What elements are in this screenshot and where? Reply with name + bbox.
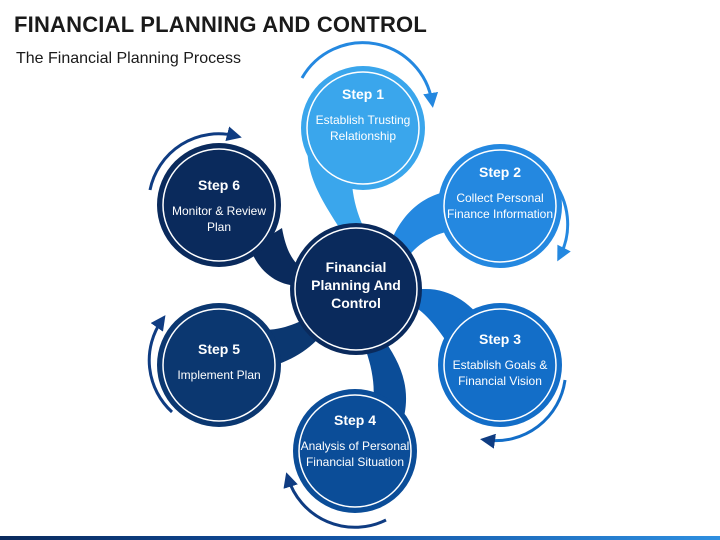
- step-4-number: Step 4: [333, 412, 376, 428]
- step-6-text: Monitor & Review Plan: [171, 204, 267, 234]
- step-4-label: Step 4 Analysis of Personal Financial Si…: [300, 412, 410, 470]
- step-2-text: Collect Personal Finance Information: [446, 191, 554, 221]
- page-subtitle: The Financial Planning Process: [16, 50, 242, 67]
- step-2-node: [438, 144, 562, 268]
- step-1-number: Step 1: [341, 86, 384, 102]
- page-title: FINANCIAL PLANNING AND CONTROL: [14, 12, 427, 37]
- step-5-number: Step 5: [197, 341, 240, 357]
- step-6-label: Step 6 Monitor & Review Plan: [164, 177, 274, 235]
- step-4-text: Analysis of Personal Financial Situation: [300, 439, 410, 469]
- step-5-text: Implement Plan: [177, 368, 261, 382]
- step-3-text: Establish Goals & Financial Vision: [452, 358, 548, 388]
- center-node: [290, 223, 422, 355]
- arrow-step-6: [148, 126, 242, 191]
- step-3-label: Step 3 Establish Goals & Financial Visio…: [445, 331, 555, 389]
- arrow-step-1: [300, 41, 439, 108]
- bottom-accent-bar: [0, 536, 720, 540]
- step-3-node: [438, 303, 562, 427]
- step-1-label: Step 1 Establish Trusting Relationship: [308, 86, 418, 144]
- step-1-text: Establish Trusting Relationship: [315, 113, 411, 143]
- step-4-node: [293, 389, 417, 513]
- arrow-step-4: [283, 472, 387, 529]
- arrow-step-3: [480, 379, 567, 449]
- center-label: Financial Planning And Control: [311, 259, 401, 311]
- step-2-label: Step 2 Collect Personal Finance Informat…: [445, 164, 555, 222]
- step-1-node: [301, 66, 425, 190]
- step-6-node: [157, 143, 281, 267]
- step-3-number: Step 3: [478, 331, 521, 347]
- step-6-number: Step 6: [197, 177, 240, 193]
- step-2-number: Step 2: [478, 164, 521, 180]
- step-5-label: Step 5 Implement Plan: [164, 341, 274, 383]
- arrow-step-5: [147, 315, 174, 414]
- step-5-node: [157, 303, 281, 427]
